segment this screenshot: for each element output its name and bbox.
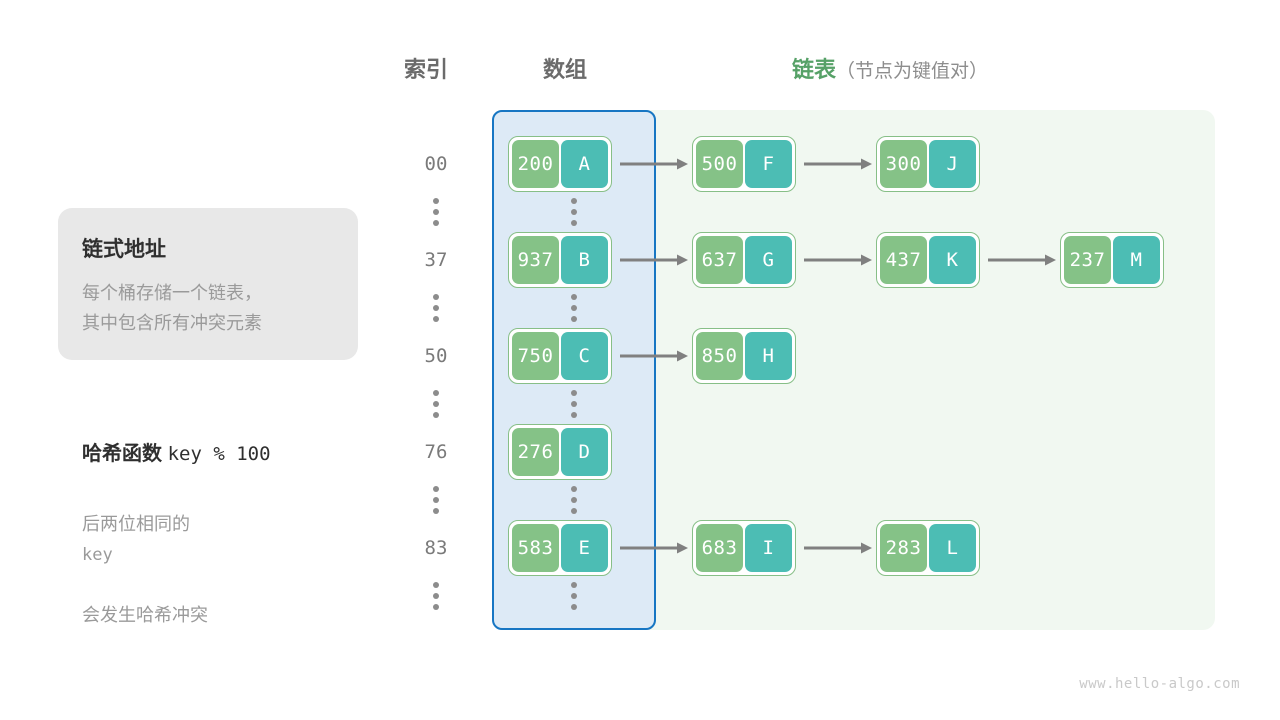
node-value-cell: I (745, 524, 792, 572)
column-header-linked-list: 链表（节点为键值对） (792, 52, 988, 84)
next-pointer-arrow (988, 232, 1056, 288)
node-key-cell: 637 (696, 236, 743, 284)
node-key-cell: 750 (512, 332, 559, 380)
node-value-cell: D (561, 428, 608, 476)
node-key-cell: 850 (696, 332, 743, 380)
bucket-index-label: 37 (424, 249, 448, 271)
node-value-cell: L (929, 524, 976, 572)
info-card-title: 链式地址 (82, 238, 166, 261)
node-value-cell: E (561, 524, 608, 572)
info-card-body: 每个桶存储一个链表， 其中包含所有冲突元素 (82, 283, 262, 333)
node-value-cell: J (929, 140, 976, 188)
hash-function-note: 后两位相同的 key 会发生哈希冲突 (82, 479, 208, 630)
node-value-cell: K (929, 236, 976, 284)
node-key-cell: 200 (512, 140, 559, 188)
node-value-cell: H (745, 332, 792, 380)
hash-function-title: 哈希函数 key % 100 (82, 437, 271, 466)
node-key-cell: 500 (696, 140, 743, 188)
node-key-cell: 300 (880, 140, 927, 188)
column-header-index: 索引 (404, 57, 449, 82)
node-key-cell: 683 (696, 524, 743, 572)
next-pointer-arrow (804, 136, 872, 192)
array-ellipsis (564, 192, 584, 232)
array-ellipsis (564, 576, 584, 616)
hash-function-label: 哈希函数 (82, 443, 162, 465)
node-key-cell: 283 (880, 524, 927, 572)
array-ellipsis (564, 480, 584, 520)
index-ellipsis (426, 480, 446, 520)
column-header-linked-list-sub: （节点为键值对） (836, 61, 989, 82)
hash-note-line1-code: key (82, 545, 113, 565)
index-ellipsis (426, 288, 446, 328)
next-pointer-arrow (620, 328, 688, 384)
column-header-linked-list-main: 链表 (792, 57, 837, 82)
column-header-array: 数组 (543, 57, 588, 82)
hash-function-expression: key % 100 (167, 443, 271, 465)
node-value-cell: A (561, 140, 608, 188)
index-ellipsis (426, 576, 446, 616)
node-value-cell: M (1113, 236, 1160, 284)
array-ellipsis (564, 384, 584, 424)
bucket-index-label: 50 (424, 345, 448, 367)
bucket-index-label: 83 (424, 537, 448, 559)
watermark: www.hello-algo.com (1079, 676, 1240, 692)
index-ellipsis (426, 384, 446, 424)
hash-note-line1-label: 后两位相同的 (82, 514, 190, 534)
node-value-cell: C (561, 332, 608, 380)
node-key-cell: 276 (512, 428, 559, 476)
node-value-cell: G (745, 236, 792, 284)
node-value-cell: F (745, 140, 792, 188)
node-value-cell: B (561, 236, 608, 284)
index-ellipsis (426, 192, 446, 232)
node-key-cell: 237 (1064, 236, 1111, 284)
next-pointer-arrow (620, 232, 688, 288)
next-pointer-arrow (804, 520, 872, 576)
bucket-index-label: 00 (424, 153, 448, 175)
next-pointer-arrow (804, 232, 872, 288)
node-key-cell: 583 (512, 524, 559, 572)
bucket-index-label: 76 (424, 441, 448, 463)
array-ellipsis (564, 288, 584, 328)
hash-note-line2: 会发生哈希冲突 (82, 605, 208, 625)
next-pointer-arrow (620, 520, 688, 576)
node-key-cell: 937 (512, 236, 559, 284)
next-pointer-arrow (620, 136, 688, 192)
info-card (58, 208, 358, 360)
node-key-cell: 437 (880, 236, 927, 284)
